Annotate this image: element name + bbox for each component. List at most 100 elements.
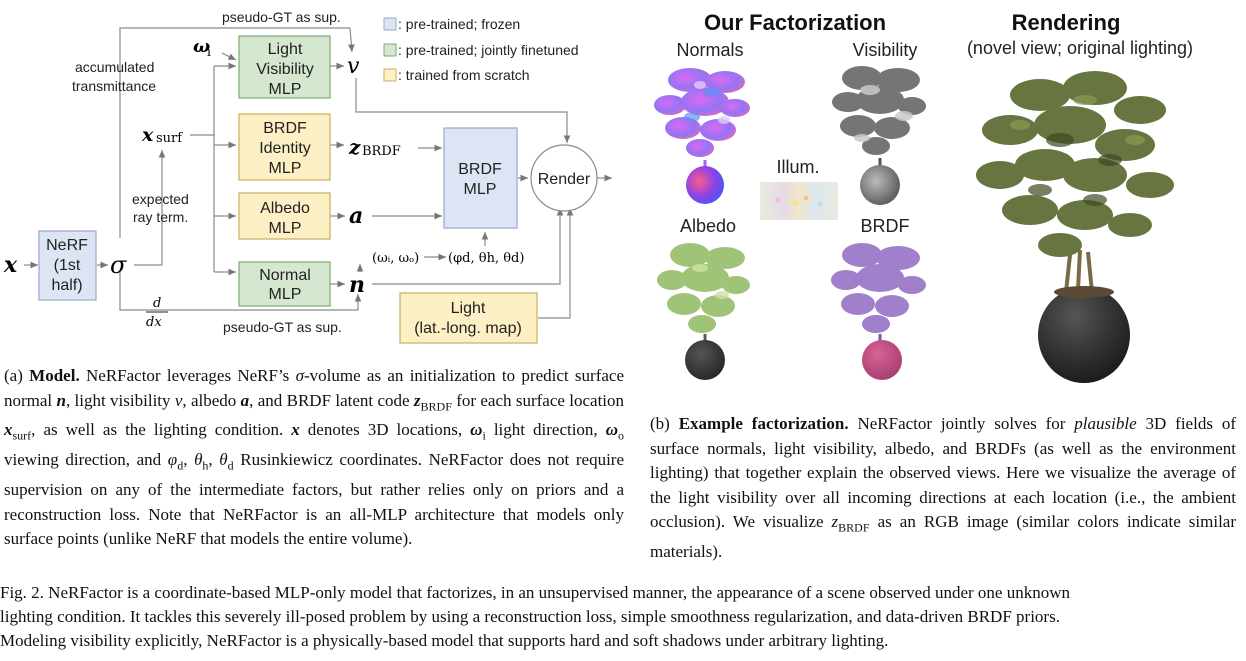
visibility-label: Visibility: [853, 40, 918, 60]
caption-a-x-sub: surf: [12, 428, 32, 443]
lv-label-1: Light: [268, 41, 303, 58]
legend-swatch-scratch: [383, 68, 397, 82]
nerfactor-figure: pseudo-GT as sup. accumulated transmitta…: [3, 9, 1193, 383]
brdf-label: BRDF: [861, 216, 910, 236]
caption-a-x: x: [4, 420, 13, 440]
normal-mlp-box: [238, 261, 331, 307]
caption-a-text: viewing direction, and: [4, 450, 168, 470]
alb-label-2: MLP: [269, 220, 302, 237]
edge-expected-ray: [134, 158, 163, 266]
symbol-rusinkiewicz: (φd, θh, θd): [448, 251, 524, 266]
label-pseudo-gt-bottom: pseudo-GT as sup.: [223, 319, 342, 335]
caption-b-text: as an RGB image (similar colors indicate…: [650, 512, 1237, 561]
caption-a-omega-o-sub: o: [618, 428, 625, 443]
edge-derivative: [119, 272, 359, 311]
edge-pseudo-gt-top: [348, 27, 355, 53]
symbol-x-surf: x: [141, 124, 154, 146]
symbol-x-surf-sub: surf: [156, 131, 183, 146]
light-label-2: (lat.-long. map): [414, 320, 522, 337]
brdf-label-2: MLP: [464, 181, 497, 198]
rendering-title: Rendering: [1012, 10, 1121, 35]
render-node: [530, 144, 598, 212]
nrm-label-2: MLP: [269, 286, 302, 303]
caption-a-z: z: [413, 390, 421, 410]
brdf-identity-mlp-box: [238, 113, 331, 181]
normals-image: [654, 68, 750, 204]
alb-label-1: Albedo: [260, 200, 310, 217]
brdf-image: [831, 243, 926, 380]
edge-light-render: [538, 210, 571, 319]
caption-a-a: a: [240, 390, 250, 410]
caption-a-text: for each surface location: [451, 390, 625, 410]
caption-b-z-sub: BRDF: [838, 520, 870, 535]
caption-a-comma: ,: [183, 450, 195, 470]
caption-a-theta-h-sub: h: [202, 458, 209, 473]
lv-label-2: Visibility: [256, 61, 314, 78]
light-box: [399, 292, 538, 344]
caption-a-bold: Model.: [29, 366, 80, 385]
caption-a-text: Rusinkiewicz coordinates. NeRFactor does…: [4, 450, 625, 549]
caption-a-text: , as well as the lighting condition.: [31, 420, 292, 440]
label-expected-2: ray term.: [133, 209, 188, 225]
caption-a-omega-o: ω: [605, 420, 619, 440]
bid-label-2: Identity: [259, 140, 311, 157]
caption-a-text: , light visibility: [65, 390, 175, 410]
caption-b-text: 3D fields of surface normals, light visi…: [650, 414, 1236, 531]
caption-a-v: v: [174, 390, 183, 410]
label-expected-1: expected: [132, 191, 189, 207]
albedo-image: [657, 243, 750, 380]
caption-a-comma: ,: [208, 450, 220, 470]
caption-a-text: light direction,: [485, 420, 606, 440]
visibility-image: [832, 66, 926, 205]
legend: : pre-trained; frozen : pre-trained; joi…: [383, 16, 579, 83]
caption-a-lead: (a): [4, 366, 30, 385]
caption-b-bold: Example factorization.: [678, 414, 849, 433]
nerf-box: [38, 230, 97, 301]
label-accumulated-1: accumulated: [75, 59, 154, 75]
caption-a-omega-i: ω: [470, 420, 483, 440]
architecture-diagram: [24, 27, 612, 319]
symbol-x: x: [3, 252, 18, 278]
edge-accumulated-transmittance: [119, 27, 350, 238]
lv-label-3: MLP: [269, 81, 302, 98]
caption-a-z-sub: BRDF: [420, 398, 452, 413]
caption-b-z: z: [831, 512, 839, 531]
bid-label-1: BRDF: [263, 120, 307, 137]
caption-a-phi-d: φ: [167, 450, 178, 470]
legend-finetuned: : pre-trained; jointly finetuned: [398, 42, 579, 58]
symbol-n: n: [349, 272, 365, 298]
edge-v-render: [355, 78, 568, 140]
caption-example-factorization: (b) Example factorization. NeRFactor joi…: [650, 412, 1236, 564]
caption-a-text: , albedo: [182, 390, 241, 410]
factorization-title: Our Factorization: [704, 10, 886, 35]
rendering-subtitle: (novel view; original lighting): [967, 38, 1193, 58]
illum-label: Illum.: [776, 157, 819, 177]
caption-a-sigma: σ: [295, 366, 304, 385]
label-pseudo-gt-top: pseudo-GT as sup.: [222, 9, 341, 25]
light-label-1: Light: [451, 300, 486, 317]
symbol-a: a: [349, 203, 363, 229]
albedo-label: Albedo: [680, 216, 736, 236]
illumination-highlights: [775, 195, 823, 207]
caption-b-lead: (b): [650, 414, 679, 433]
render-label: Render: [538, 171, 591, 188]
light-visibility-mlp-box: [238, 35, 331, 99]
caption-a-text: -volume as an initialization to predict …: [4, 366, 624, 410]
symbol-wiwo: (ωᵢ, ωₒ): [372, 251, 419, 266]
illumination-map: [760, 182, 838, 220]
symbol-deriv-den: dx: [146, 315, 162, 330]
figure-caption-line-3: Modeling visibility explicitly, NeRFacto…: [0, 631, 889, 650]
caption-model: (a) Model. NeRFactor leverages NeRF’s σ-…: [4, 364, 624, 552]
caption-b-text: NeRFactor jointly solves for: [848, 414, 1075, 433]
symbol-deriv-num: d: [153, 296, 161, 311]
brdf-label-1: BRDF: [458, 161, 502, 178]
caption-a-x2: x: [291, 420, 300, 440]
bid-label-3: MLP: [269, 160, 302, 177]
nerf-label-2: (1st: [54, 257, 81, 274]
legend-swatch-finetuned: [383, 43, 397, 57]
symbol-z: z: [348, 135, 361, 159]
symbol-v: v: [347, 54, 360, 79]
caption-a-text: NeRFactor leverages NeRF’s: [79, 366, 296, 385]
legend-scratch: : trained from scratch: [398, 67, 530, 83]
caption-a-text: denotes 3D locations,: [299, 420, 471, 440]
